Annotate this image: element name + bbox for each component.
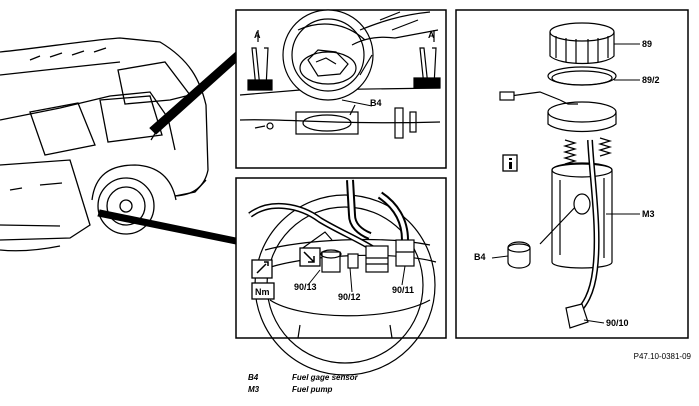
leader-lines (97, 50, 237, 245)
callout-90-11: 90/11 (392, 285, 414, 295)
callout-m3: M3 (642, 209, 655, 219)
detail-box-bottom: Nm 90/13 90/12 90/11 (235, 177, 447, 376)
callout-b4-right: B4 (474, 252, 486, 262)
legend-code: B4 (248, 373, 259, 382)
callout-90-10: 90/10 (606, 318, 629, 328)
callout-90-13: 90/13 (294, 282, 317, 292)
callout-89: 89 (642, 39, 652, 49)
detail-box-top: A A B4 (235, 9, 447, 169)
callout-nm: Nm (255, 287, 270, 297)
legend-row: M3 Fuel pump (248, 384, 358, 396)
legend: B4 Fuel gage sensor M3 Fuel pump (248, 372, 358, 396)
callout-b4-top: B4 (370, 98, 382, 108)
callout-90-12: 90/12 (338, 292, 361, 302)
nm-icon-box (251, 282, 275, 300)
vehicle-illustration (0, 37, 209, 252)
callout-89-2: 89/2 (642, 75, 660, 85)
legend-text: Fuel gage sensor (292, 373, 358, 382)
legend-row: B4 Fuel gage sensor (248, 372, 358, 384)
legend-text: Fuel pump (292, 385, 333, 394)
callout-a-right: A (428, 30, 435, 40)
detail-box-right: 89 89/2 M3 B4 90/10 (455, 9, 689, 339)
figure-reference: P47.10-0381-09 (633, 352, 691, 361)
callout-a-left: A (254, 30, 261, 40)
legend-code: M3 (248, 385, 260, 394)
